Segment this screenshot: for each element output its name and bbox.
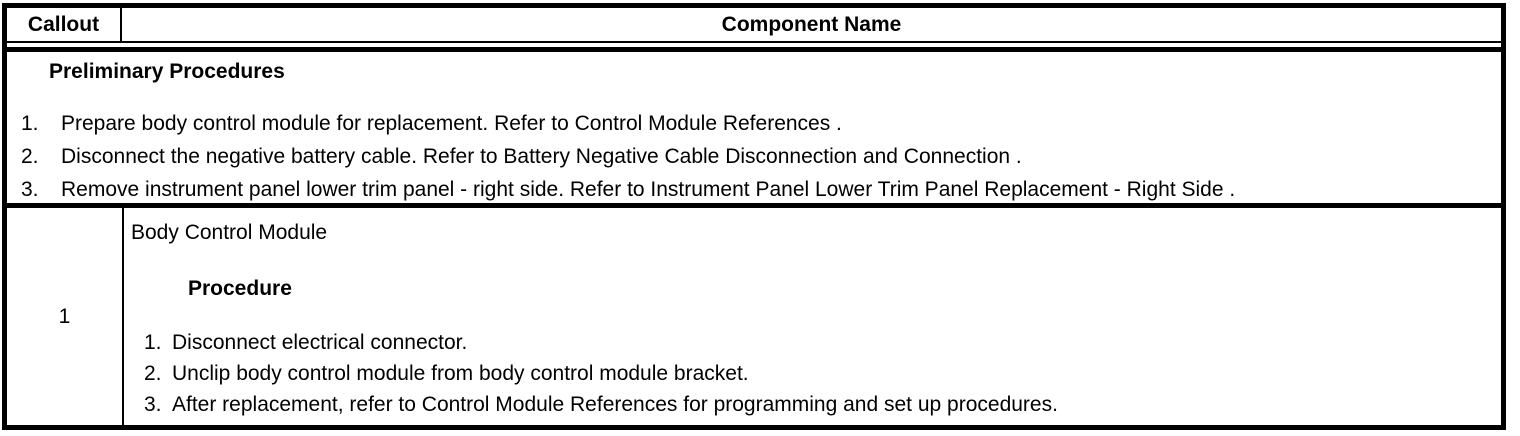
row-divider-rule xyxy=(7,203,1501,208)
component-name-text: Body Control Module xyxy=(131,221,328,244)
procedure-title: Procedure xyxy=(188,277,292,300)
procedure-step-2: 2. Unclip body control module from body … xyxy=(131,358,1501,389)
procedure-step-1: 1. Disconnect electrical connector. xyxy=(131,327,1501,358)
component-name-column-header: Component Name xyxy=(122,8,1501,43)
step-number: 3. xyxy=(144,393,162,416)
procedure-step-3: 3. After replacement, refer to Control M… xyxy=(131,389,1501,420)
preliminary-step-1: 1. Prepare body control module for repla… xyxy=(7,107,1501,140)
step-text: Prepare body control module for replacem… xyxy=(61,112,842,135)
preliminary-step-3: 3. Remove instrument panel lower trim pa… xyxy=(7,173,1501,203)
step-text: Disconnect electrical connector. xyxy=(172,331,468,354)
step-text: Unclip body control module from body con… xyxy=(172,362,749,385)
table-header-row: Callout Component Name xyxy=(7,8,1501,43)
step-text: Remove instrument panel lower trim panel… xyxy=(61,178,1236,201)
step-number: 1. xyxy=(144,331,162,354)
callout-number-cell: 1 xyxy=(7,208,124,425)
procedure-table: Callout Component Name Preliminary Proce… xyxy=(2,3,1506,430)
step-text: After replacement, refer to Control Modu… xyxy=(172,393,1058,416)
preliminary-steps-list: 1. Prepare body control module for repla… xyxy=(7,107,1501,203)
preliminary-procedures-title: Preliminary Procedures xyxy=(49,60,285,83)
callout-column-header: Callout xyxy=(7,8,122,43)
preliminary-procedures-section: Preliminary Procedures 1. Prepare body c… xyxy=(7,52,1501,203)
component-table-row: 1 Body Control Module Procedure 1. Disco… xyxy=(7,208,1501,425)
step-text: Disconnect the negative battery cable. R… xyxy=(61,145,1022,168)
step-number: 1. xyxy=(21,112,39,135)
step-number: 3. xyxy=(21,178,39,201)
procedure-steps-list: 1. Disconnect electrical connector. 2. U… xyxy=(131,327,1501,420)
preliminary-step-2: 2. Disconnect the negative battery cable… xyxy=(7,140,1501,173)
component-name-cell: Body Control Module Procedure 1. Disconn… xyxy=(124,208,1501,425)
header-divider-rule xyxy=(7,47,1501,52)
step-number: 2. xyxy=(144,362,162,385)
step-number: 2. xyxy=(21,145,39,168)
